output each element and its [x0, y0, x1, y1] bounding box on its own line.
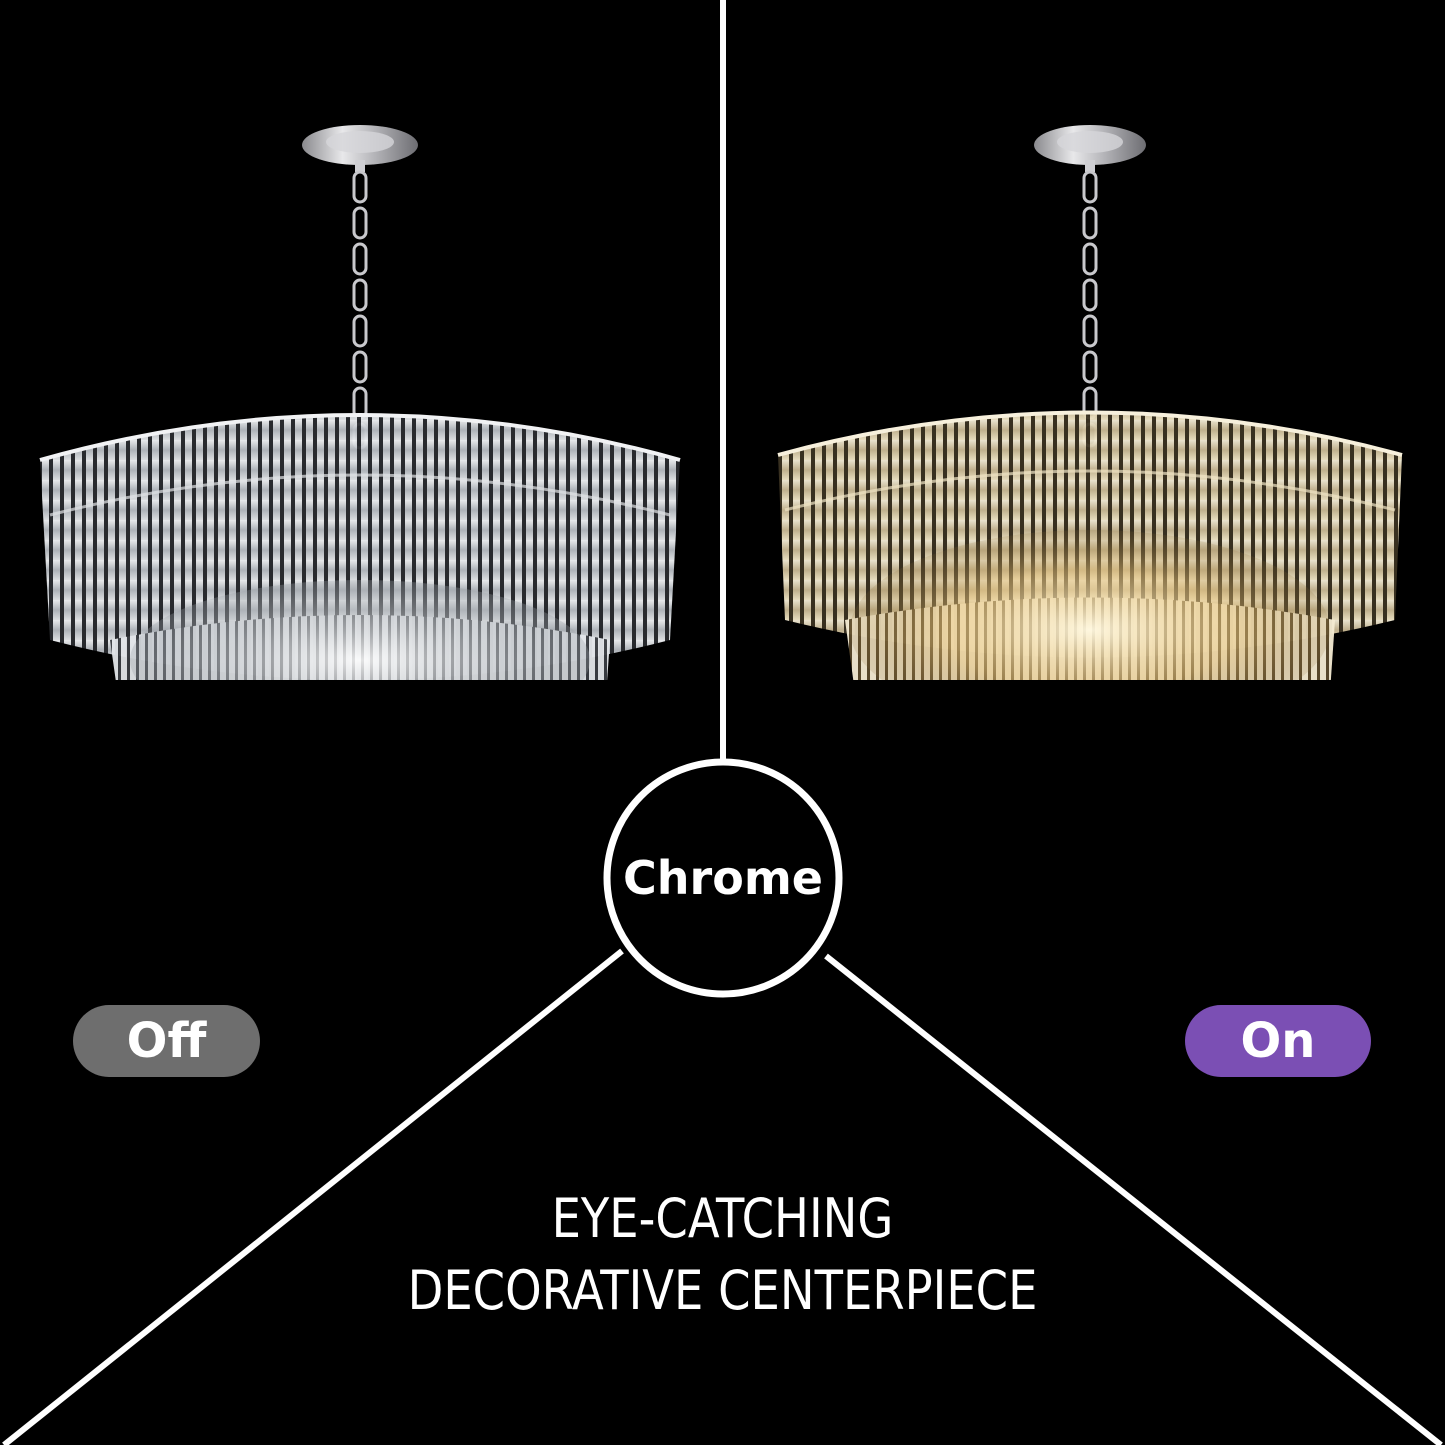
chain — [1082, 170, 1098, 448]
chandelier-off-image — [39, 125, 681, 680]
center-circle — [603, 758, 843, 998]
caption-line-2: DECORATIVE CENTERPIECE — [407, 1259, 1038, 1322]
caption-line-1: EYE-CATCHING — [551, 1187, 894, 1250]
finish-label: Chrome — [623, 851, 823, 905]
off-state-label: Off — [126, 1013, 207, 1069]
chandelier-on-image — [777, 125, 1403, 680]
off-state-badge: Off — [73, 1005, 260, 1077]
left-diagonal-divider — [2, 948, 624, 1445]
on-state-badge: On — [1185, 1005, 1371, 1077]
chain — [352, 170, 368, 450]
on-state-label: On — [1240, 1013, 1316, 1069]
right-diagonal-divider — [824, 953, 1443, 1445]
